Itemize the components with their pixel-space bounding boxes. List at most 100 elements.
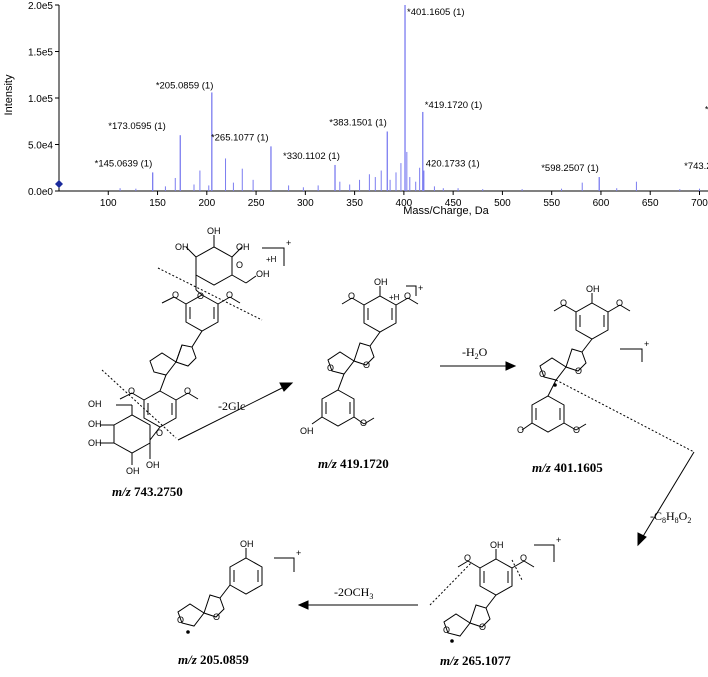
peak-label: *598.2507 (1) bbox=[541, 163, 599, 174]
peak-label: *743.2750 (1) bbox=[684, 161, 708, 172]
caption-205: m/z 205.0859 bbox=[178, 652, 249, 667]
structure-743 bbox=[100, 235, 285, 465]
x-tick-label: 600 bbox=[593, 198, 610, 209]
atom-label: O bbox=[156, 428, 163, 438]
peak-label: *330.1102 (1) bbox=[283, 151, 340, 162]
peak-label: *145.0639 (1) bbox=[95, 158, 153, 169]
atom-label: O bbox=[184, 386, 191, 396]
atom-label: O bbox=[197, 291, 204, 301]
structure-419 bbox=[311, 285, 419, 427]
atom-label: O bbox=[575, 366, 582, 376]
atom-label: O bbox=[348, 291, 355, 301]
peak-label: *419.1720 (1) bbox=[425, 100, 483, 111]
arrow-label-2och3: -2OCH3 bbox=[334, 585, 373, 601]
adduct-label: +H bbox=[389, 293, 400, 302]
atom-label: OH bbox=[490, 540, 504, 550]
y-tick-label: 0.0e0 bbox=[28, 187, 53, 198]
arrowhead-icon bbox=[637, 532, 647, 547]
atom-label: O bbox=[616, 298, 623, 308]
structure-401-labels: OH O O O O O O + bbox=[517, 284, 649, 435]
atom-label: O bbox=[539, 369, 546, 379]
y-tick-label: 1.5e5 bbox=[28, 48, 53, 59]
y-tick-label: 2.0e5 bbox=[28, 1, 53, 12]
x-axis-label: Mass/Charge, Da bbox=[403, 205, 489, 217]
atom-label: OH bbox=[175, 242, 189, 252]
peak-label: *265.1077 (1) bbox=[211, 132, 269, 143]
radical-dot-icon bbox=[186, 630, 190, 634]
structure-743-labels: OH OH OH O OH O O O O O O OH OH OH OH OH… bbox=[88, 226, 291, 476]
peak-label: *760.3037 (1) bbox=[705, 105, 708, 116]
peak-label: *383.1501 (1) bbox=[329, 117, 387, 128]
arrow-label-h2o: -H2O bbox=[462, 345, 488, 361]
atom-label: OH bbox=[240, 539, 254, 549]
structure-265 bbox=[429, 544, 555, 637]
x-tick-label: 300 bbox=[297, 198, 314, 209]
atom-label: O bbox=[128, 386, 135, 396]
caption-419: m/z 419.1720 bbox=[318, 456, 389, 471]
x-tick-label: 100 bbox=[100, 198, 117, 209]
charge-label: + bbox=[644, 339, 649, 349]
atom-label: O bbox=[360, 418, 367, 428]
x-tick-label: 350 bbox=[346, 198, 363, 209]
atom-label: O bbox=[226, 290, 233, 300]
x-tick-label: 200 bbox=[198, 198, 215, 209]
atom-label: O bbox=[172, 290, 179, 300]
atom-label: OH bbox=[146, 460, 160, 470]
peak-label: *173.0595 (1) bbox=[108, 121, 166, 132]
mass-spectrum: Intensity Mass/Charge, Da 0.0e0 5.0e4 1.0e… bbox=[3, 1, 708, 217]
atom-label: OH bbox=[88, 399, 102, 409]
charge-label: + bbox=[286, 238, 291, 248]
x-tick-label: 700 bbox=[691, 198, 708, 209]
atom-label: OH bbox=[300, 426, 314, 436]
atom-label: O bbox=[517, 425, 524, 435]
charge-label: + bbox=[296, 548, 301, 558]
y-tick-label: 1.0e5 bbox=[28, 94, 53, 105]
atom-label: O bbox=[479, 622, 486, 632]
arrowhead-icon bbox=[505, 361, 517, 371]
atom-label: OH bbox=[88, 419, 102, 429]
peak-label: *401.1605 (1) bbox=[407, 7, 465, 18]
atom-label: OH bbox=[256, 269, 270, 279]
x-ticks: 1001502002503003504004505005506006507007… bbox=[100, 191, 708, 209]
x-tick-label: 500 bbox=[494, 198, 511, 209]
charge-label: + bbox=[418, 283, 423, 293]
atom-label: OH bbox=[586, 284, 600, 294]
atom-label: O bbox=[573, 425, 580, 435]
charge-label: + bbox=[556, 535, 561, 545]
atom-label: O bbox=[560, 298, 567, 308]
arrow-labels: -2Glc -H2O -C8H8O2 -2OCH3 bbox=[218, 345, 691, 601]
atom-label: OH bbox=[126, 466, 140, 476]
y-axis-label: Intensity bbox=[3, 74, 15, 115]
atom-label: O bbox=[464, 553, 471, 563]
x-tick-label: 250 bbox=[248, 198, 265, 209]
atom-label: OH bbox=[88, 438, 102, 448]
atom-label: O bbox=[363, 360, 370, 370]
atom-label: O bbox=[443, 625, 450, 635]
arrowhead-icon bbox=[279, 382, 294, 392]
structure-265-labels: OH O O O O + bbox=[443, 535, 561, 643]
structure-401 bbox=[521, 293, 695, 453]
atom-label: OH bbox=[236, 242, 250, 252]
arrow-label-2glc: -2Glc bbox=[218, 399, 245, 413]
peak-label: 420.1733 (1) bbox=[426, 159, 480, 170]
atom-label: O bbox=[520, 553, 527, 563]
x-tick-label: 450 bbox=[445, 198, 462, 209]
origin-marker-icon bbox=[55, 180, 63, 188]
reaction-arrows bbox=[177, 361, 695, 610]
atom-label: O bbox=[236, 260, 243, 270]
arrow-label-c8h8o2: -C8H8O2 bbox=[650, 509, 691, 525]
labeled-peaks: *145.0639 (1) *173.0595 (1) *205.0859 (1) *… bbox=[95, 5, 708, 191]
x-tick-label: 550 bbox=[543, 198, 560, 209]
minor-peaks bbox=[119, 151, 700, 191]
structure-205 bbox=[177, 548, 295, 627]
y-tick-label: 5.0e4 bbox=[28, 141, 53, 152]
structure-419-labels: OH O O O O OH O +H + bbox=[300, 277, 423, 436]
arrowhead-icon bbox=[297, 600, 309, 610]
radical-dot-icon bbox=[553, 383, 557, 387]
caption-743: m/z 743.2750 bbox=[112, 484, 183, 499]
atom-label: OH bbox=[374, 277, 388, 287]
peak-label: *205.0859 (1) bbox=[156, 80, 214, 91]
x-tick-label: 650 bbox=[642, 198, 659, 209]
caption-265: m/z 265.1077 bbox=[440, 653, 511, 668]
